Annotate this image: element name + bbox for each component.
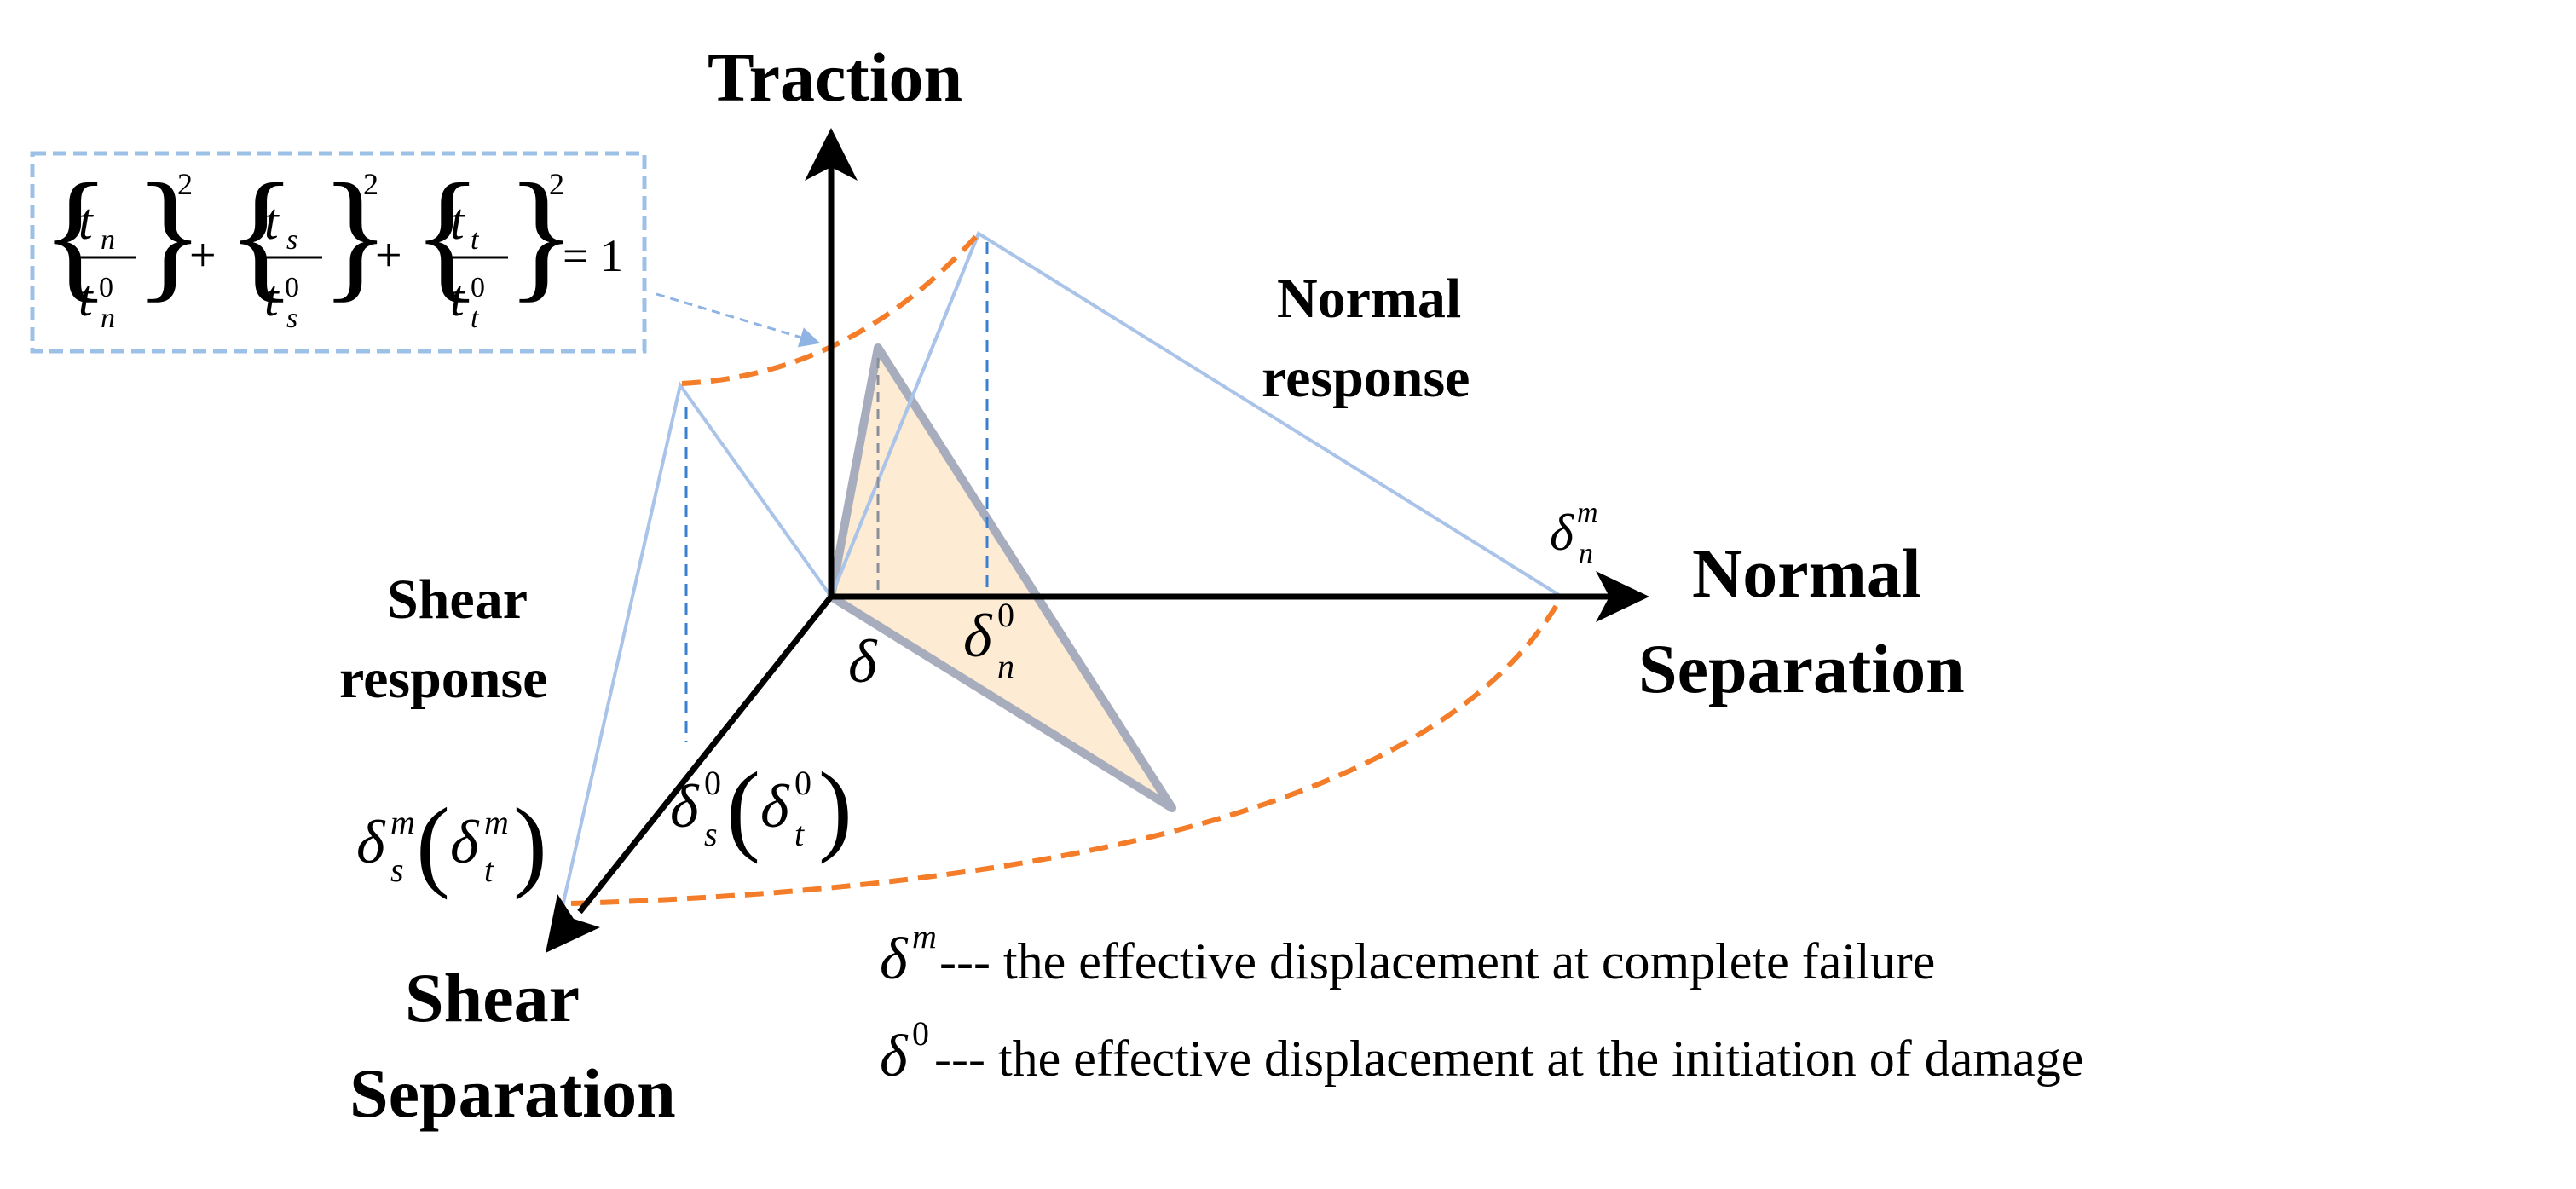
shear-separation-arrow-icon bbox=[546, 894, 600, 953]
normal-response-label-line2: response bbox=[1262, 347, 1470, 409]
shear-separation-label-line1: Shear bbox=[405, 959, 580, 1036]
failure-envelope-curve bbox=[570, 595, 1564, 906]
term-numerator-sub: s bbox=[286, 224, 297, 256]
term-denominator: t bbox=[450, 270, 465, 326]
superscript-m: m bbox=[390, 803, 415, 841]
traction-axis-label: Traction bbox=[708, 38, 962, 116]
delta-symbol: δ bbox=[450, 808, 480, 876]
term-numerator-sub: t bbox=[471, 224, 480, 256]
shaded-triangle-edges bbox=[827, 343, 1176, 812]
delta-symbol: δ bbox=[880, 926, 909, 992]
term-exponent: 2 bbox=[177, 167, 193, 201]
normal-response-inner-line bbox=[829, 233, 980, 597]
delta-s-t-0-label: δ 0 s ( δ 0 t ) bbox=[670, 751, 852, 864]
equals-one: = 1 bbox=[563, 230, 623, 281]
term-denominator: t bbox=[78, 270, 94, 326]
term-denominator: t bbox=[264, 270, 280, 326]
brace-right: } bbox=[321, 154, 390, 315]
shear-separation-label-line2: Separation bbox=[349, 1054, 676, 1132]
subscript-n: n bbox=[1579, 538, 1593, 569]
paren-right: ) bbox=[513, 787, 547, 900]
term-numerator: t bbox=[264, 193, 280, 250]
paren-right: ) bbox=[818, 751, 852, 864]
normal-separation-arrow-icon bbox=[1596, 571, 1649, 622]
shaded-traction-triangle bbox=[831, 348, 1172, 808]
formula-term-shear: { t s t s 0 } 2 bbox=[227, 154, 390, 334]
term-numerator-sub: n bbox=[101, 224, 115, 256]
term-denominator-sup: 0 bbox=[99, 272, 113, 303]
delta-symbol: δ bbox=[963, 602, 993, 670]
formula: { t n t n 0 } 2 + { t s t s 0 } 2 + { t bbox=[41, 154, 623, 334]
delta-n-0-label: δ 0 n bbox=[963, 596, 1014, 685]
delta-s-t-m-label: δ m s ( δ m t ) bbox=[356, 787, 547, 900]
shear-separation-axis bbox=[577, 594, 834, 915]
normal-response-label-line1: Normal bbox=[1277, 268, 1461, 330]
shear-response-label-line1: Shear bbox=[387, 569, 528, 631]
delta-symbol: δ bbox=[356, 808, 386, 876]
superscript-m: m bbox=[1577, 497, 1598, 528]
peak-envelope-curve bbox=[681, 232, 981, 386]
subscript-t: t bbox=[794, 815, 805, 853]
term-denominator-sub: s bbox=[286, 303, 297, 334]
brace-left: { bbox=[413, 154, 482, 315]
term-denominator-sub: n bbox=[101, 303, 115, 334]
term-denominator-sub: t bbox=[471, 303, 480, 334]
legend-description: --- the effective displacement at the in… bbox=[934, 1030, 2083, 1087]
superscript-m: m bbox=[912, 917, 937, 955]
formula-term-normal: { t n t n 0 } 2 bbox=[41, 154, 205, 334]
term-denominator-sup: 0 bbox=[471, 272, 485, 303]
delta-symbol: δ bbox=[760, 772, 790, 840]
superscript-m: m bbox=[484, 803, 509, 841]
formula-box bbox=[30, 151, 647, 354]
term-numerator: t bbox=[78, 193, 94, 250]
formula-term-tangential: { t t t t 0 } 2 bbox=[413, 154, 576, 334]
delta-symbol: δ bbox=[1550, 505, 1574, 561]
normal-separation-label-line2: Separation bbox=[1638, 630, 1965, 707]
brace-left: { bbox=[227, 154, 297, 315]
legend: δ m --- the effective displacement at co… bbox=[880, 917, 2083, 1089]
delta-symbol: δ bbox=[670, 772, 700, 840]
formula-pointer-arrow bbox=[656, 292, 821, 348]
effective-delta-label: δ bbox=[848, 627, 878, 696]
superscript-zero: 0 bbox=[794, 764, 811, 802]
traction-arrow-icon bbox=[805, 128, 858, 181]
brace-right: } bbox=[506, 154, 576, 315]
plus-sign: + bbox=[375, 229, 402, 282]
brace-right: } bbox=[135, 154, 205, 315]
paren-left: ( bbox=[416, 787, 450, 900]
delta-symbol: δ bbox=[880, 1024, 909, 1089]
legend-description: --- the effective displacement at comple… bbox=[939, 933, 1935, 990]
subscript-s: s bbox=[390, 851, 404, 889]
shear-response-label-line2: response bbox=[339, 648, 547, 710]
subscript-n: n bbox=[997, 647, 1014, 685]
superscript-zero: 0 bbox=[912, 1014, 929, 1053]
paren-left: ( bbox=[726, 751, 760, 864]
legend-item-damage-initiation: δ 0 --- the effective displacement at th… bbox=[880, 1014, 2083, 1089]
superscript-zero: 0 bbox=[704, 764, 721, 802]
delta-n-m-label: δ m n bbox=[1550, 497, 1598, 569]
plus-sign: + bbox=[189, 229, 217, 282]
brace-left: { bbox=[41, 154, 111, 315]
superscript-zero: 0 bbox=[997, 596, 1014, 634]
shear-response-line bbox=[561, 381, 833, 907]
subscript-t: t bbox=[484, 851, 494, 889]
term-exponent: 2 bbox=[363, 167, 378, 201]
term-denominator-sup: 0 bbox=[285, 272, 299, 303]
term-exponent: 2 bbox=[549, 167, 564, 201]
legend-item-complete-failure: δ m --- the effective displacement at co… bbox=[880, 917, 1935, 992]
normal-separation-label-line1: Normal bbox=[1692, 534, 1921, 612]
term-numerator: t bbox=[450, 193, 465, 250]
subscript-s: s bbox=[704, 815, 718, 853]
